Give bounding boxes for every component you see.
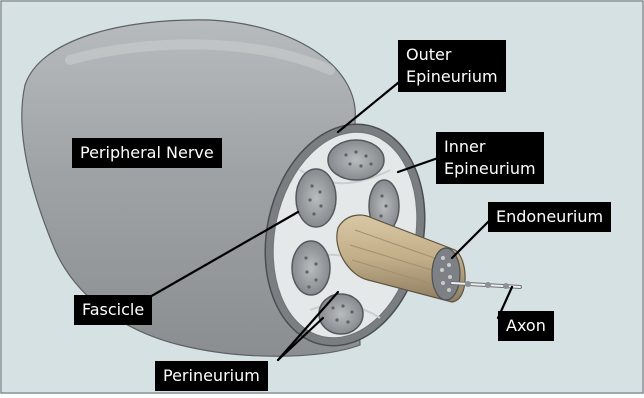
endoneurium-end [432, 248, 460, 300]
label-endoneurium: Endoneurium [488, 202, 611, 232]
fascicle-shape [292, 241, 330, 295]
label-fascicle: Fascicle [74, 295, 152, 325]
fascicle-shape [328, 140, 384, 180]
label-outer-epineurium: Outer Epineurium [398, 40, 506, 92]
label-inner-epineurium: Inner Epineurium [436, 132, 544, 184]
label-peripheral-nerve: Peripheral Nerve [72, 138, 222, 168]
fascicle-shape [319, 294, 363, 334]
label-perineurium: Perineurium [155, 361, 268, 391]
label-axon: Axon [498, 311, 554, 341]
fascicle-shape [296, 169, 336, 227]
